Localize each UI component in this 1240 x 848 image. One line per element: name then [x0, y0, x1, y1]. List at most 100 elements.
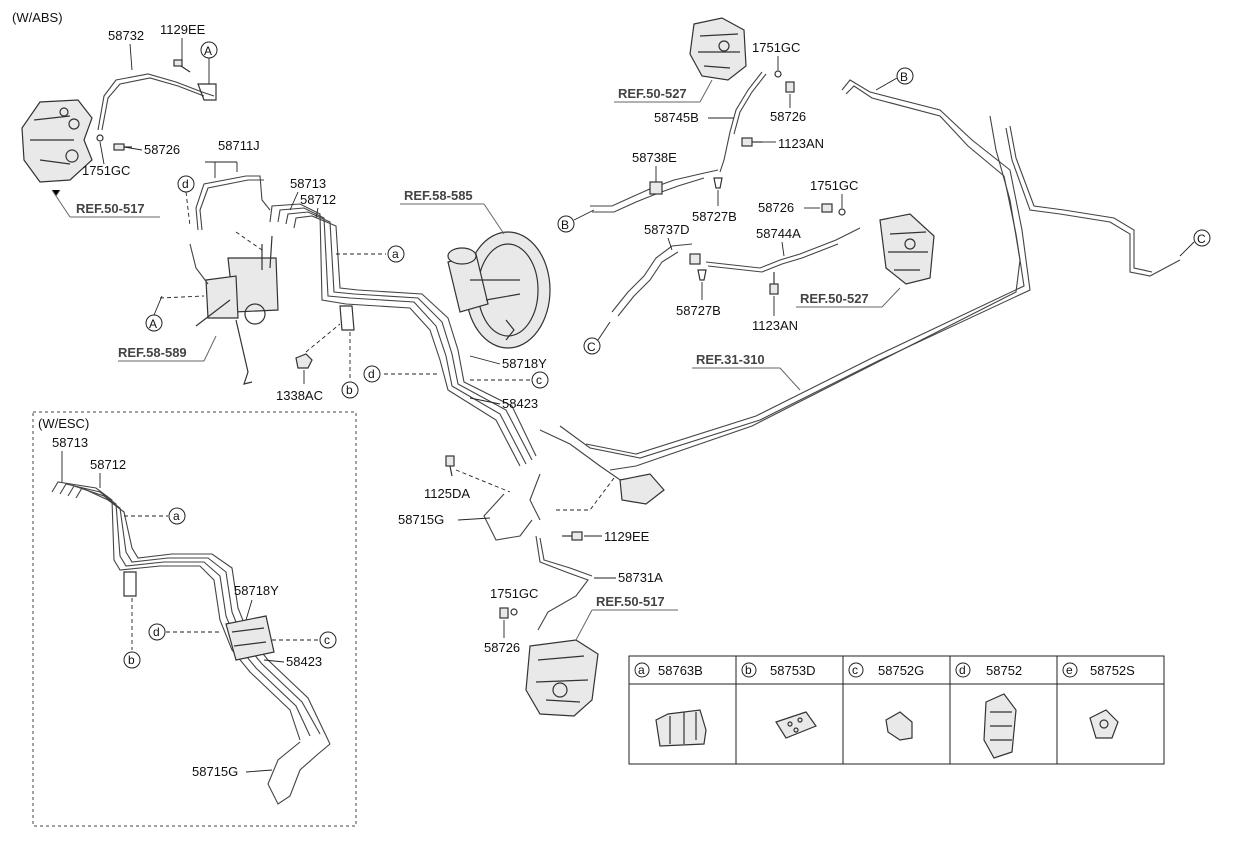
brake-pipe-bundle — [269, 203, 537, 467]
label-58744A: 58744A — [756, 226, 801, 241]
label-58727B-top: 58727B — [692, 209, 737, 224]
clip-58752G-illustration — [885, 711, 913, 741]
legend-key-b — [741, 662, 757, 678]
washer-1751GC-bot — [510, 608, 518, 616]
svg-text:a: a — [173, 509, 180, 523]
label-58738E: 58738E — [632, 150, 677, 165]
callout-B-right — [896, 67, 914, 85]
legend-part-58752G: 58752G — [878, 663, 924, 678]
callout-b-main — [341, 381, 359, 399]
callout-d-main — [363, 365, 381, 383]
master-cylinder-booster — [447, 231, 551, 349]
ref-31-310: REF.31-310 — [696, 352, 765, 367]
legend-key-d — [955, 662, 971, 678]
ref-58-589: REF.58-589 — [118, 345, 187, 360]
washer-1751GC-left — [96, 134, 104, 142]
svg-text:c: c — [536, 373, 542, 387]
washer-1751GC-tr — [774, 70, 782, 78]
svg-text:c: c — [852, 663, 858, 677]
callout-C-left — [583, 337, 601, 355]
label-1751GC-left: 1751GC — [82, 163, 130, 178]
variant-abs-label: (W/ABS) — [12, 10, 63, 25]
caliper-rear-left — [525, 639, 599, 717]
label-1751GC-tr: 1751GC — [752, 40, 800, 55]
clip-58727B-top — [713, 177, 723, 189]
ref-50-517-bot: REF.50-517 — [596, 594, 665, 609]
bolt-58726-bot — [499, 607, 509, 619]
fitting-58737D — [689, 253, 701, 265]
label-58726-left: 58726 — [144, 142, 180, 157]
esc-hose-58715G — [267, 741, 331, 805]
clip-58752-illustration — [983, 693, 1017, 759]
label-1125DA: 1125DA — [424, 486, 470, 501]
clip-58752S-illustration — [1089, 709, 1119, 739]
legend-part-58753D: 58753D — [770, 663, 816, 678]
svg-text:b: b — [128, 653, 135, 667]
svg-text:a: a — [638, 663, 645, 677]
label-58727B-bot: 58727B — [676, 303, 721, 318]
callout-a-esc — [168, 507, 186, 525]
svg-text:B: B — [561, 218, 569, 232]
label-58726-bot: 58726 — [484, 640, 520, 655]
label-58726-mid: 58726 — [758, 200, 794, 215]
bolt-1125DA — [445, 455, 455, 477]
label-1338AC: 1338AC — [276, 388, 323, 403]
svg-text:b: b — [346, 383, 353, 397]
label-58713: 58713 — [290, 176, 326, 191]
variant-esc-label: (W/ESC) — [38, 416, 89, 431]
callout-B-top — [557, 215, 575, 233]
label-1123AN-tr: 1123AN — [778, 136, 824, 151]
svg-text:C: C — [1197, 232, 1206, 246]
nut-1338AC — [295, 353, 313, 369]
label-58726-tr: 58726 — [770, 109, 806, 124]
legend-key-e — [1062, 662, 1078, 678]
bolt-58726-mid — [821, 203, 833, 213]
callout-d-esc — [148, 623, 166, 641]
label-1123AN-bot: 1123AN — [752, 318, 798, 333]
esc-inset-frame — [32, 411, 357, 827]
svg-text:A: A — [149, 317, 157, 331]
label-1129EE-top: 1129EE — [160, 22, 206, 37]
label-esc-58715G: 58715G — [192, 764, 238, 779]
svg-text:B: B — [900, 70, 908, 84]
hose-bracket — [197, 83, 217, 101]
label-58731A: 58731A — [618, 570, 663, 585]
ref-50-527-top: REF.50-527 — [618, 86, 687, 101]
callout-b-esc — [123, 651, 141, 669]
bolt-1123AN-bot — [769, 272, 779, 295]
label-esc-58718Y: 58718Y — [234, 583, 279, 598]
label-58745B: 58745B — [654, 110, 699, 125]
caliper-rear-top — [689, 17, 747, 81]
callout-a-main — [387, 245, 405, 263]
label-esc-58423: 58423 — [286, 654, 322, 669]
ref-50-527-mid: REF.50-527 — [800, 291, 869, 306]
label-esc-58712: 58712 — [90, 457, 126, 472]
legend-part-58763B: 58763B — [658, 663, 703, 678]
svg-text:d: d — [368, 367, 375, 381]
clip-58727B-bot — [697, 269, 707, 281]
label-58732: 58732 — [108, 28, 144, 43]
label-58712: 58712 — [300, 192, 336, 207]
label-58715G: 58715G — [398, 512, 444, 527]
hose-fitting-58738E — [649, 181, 663, 195]
label-esc-58713: 58713 — [52, 435, 88, 450]
legend-key-a — [634, 662, 650, 678]
callout-c-main — [531, 371, 549, 389]
svg-text:d: d — [959, 663, 966, 677]
svg-text:C: C — [587, 340, 596, 354]
callout-c-esc — [319, 631, 337, 649]
caliper-rear-right — [879, 213, 935, 285]
label-58718Y: 58718Y — [502, 356, 547, 371]
bolt-58726-tr — [785, 81, 795, 93]
svg-text:d: d — [182, 177, 189, 191]
ref-58-585: REF.58-585 — [404, 188, 473, 203]
hose-58732 — [97, 73, 215, 131]
ref-50-517-top: REF.50-517 — [76, 201, 145, 216]
clip-58763B-illustration — [655, 709, 707, 747]
caliper-front-left — [21, 99, 93, 183]
label-1751GC-bot: 1751GC — [490, 586, 538, 601]
label-1129EE-mid: 1129EE — [604, 529, 650, 544]
rear-brake-pipes — [539, 79, 1181, 493]
esc-pipe-bundle — [51, 481, 331, 745]
